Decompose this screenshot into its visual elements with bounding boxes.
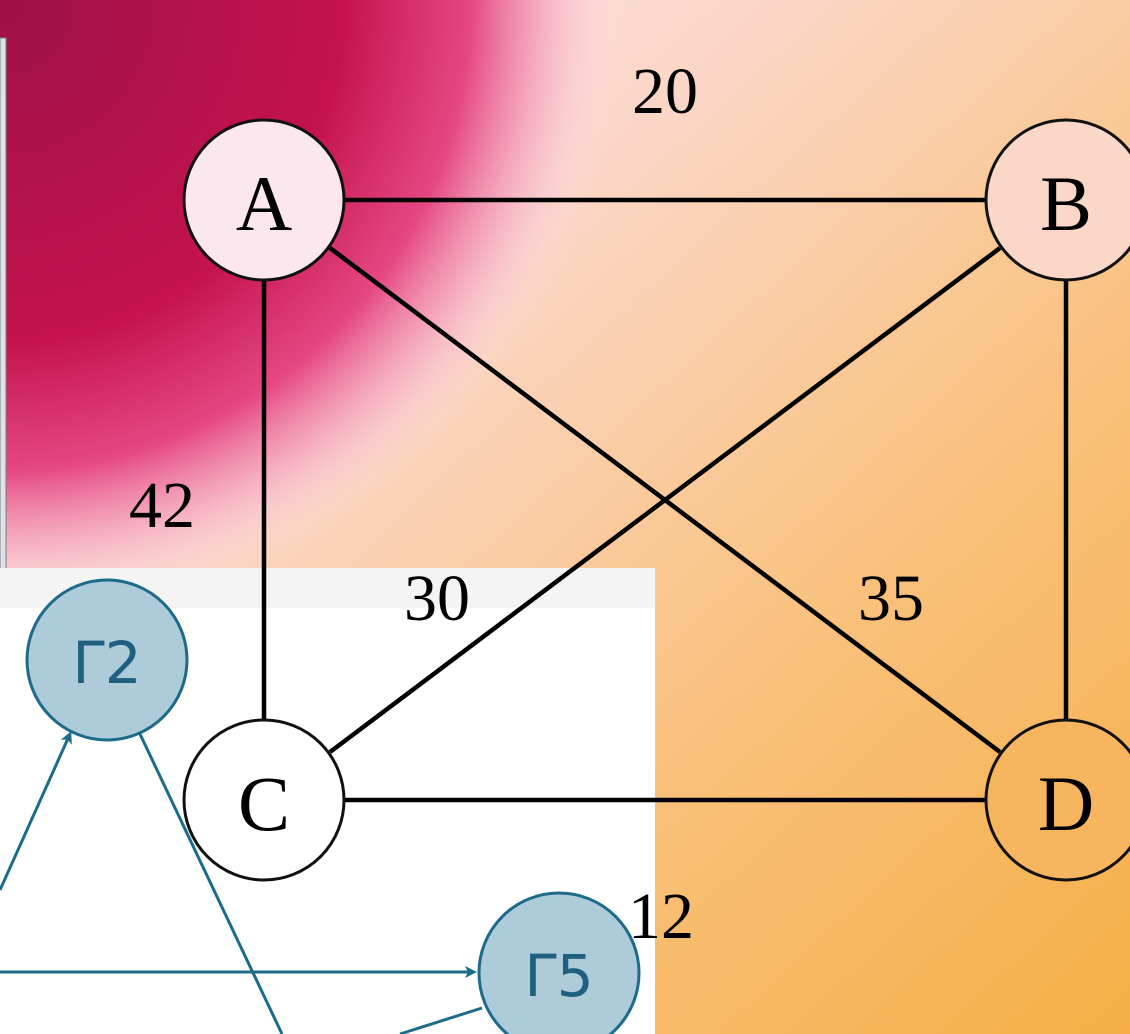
- overlay-node-g2: Γ2: [27, 580, 187, 740]
- node-a-label: A: [236, 160, 292, 247]
- node-c: C: [184, 720, 344, 880]
- node-c-label: C: [238, 760, 290, 847]
- weight-b-c: 30: [404, 562, 470, 635]
- overlay-node-g5: Γ5: [479, 893, 639, 1034]
- weight-c-d: 12: [628, 880, 694, 953]
- overlay-node-g2-label: Γ2: [72, 629, 141, 697]
- node-b-label: B: [1040, 160, 1092, 247]
- weight-a-c: 42: [129, 469, 195, 542]
- overlay-node-g5-label: Γ5: [524, 942, 593, 1010]
- weight-a-b: 20: [632, 55, 698, 128]
- node-d-label: D: [1038, 760, 1094, 847]
- node-a: A: [184, 120, 344, 280]
- node-d: D: [986, 720, 1130, 880]
- weight-a-d: 35: [858, 562, 924, 635]
- node-b: B: [986, 120, 1130, 280]
